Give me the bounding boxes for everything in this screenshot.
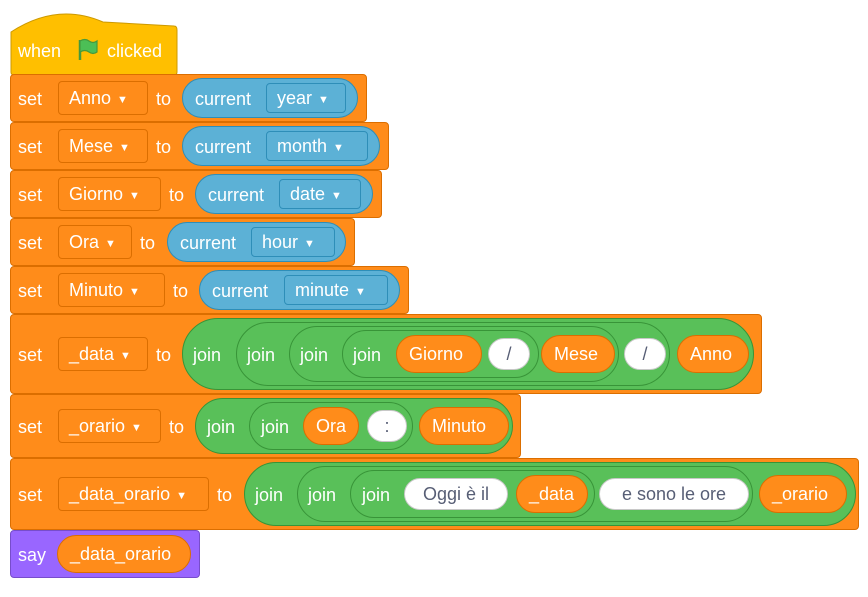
variable-dropdown-orario[interactable]: _orario▼ xyxy=(58,409,161,443)
text-input-separator[interactable]: : xyxy=(367,410,407,442)
dropdown-arrow-icon: ▼ xyxy=(129,286,140,298)
text-input-separator[interactable]: / xyxy=(624,338,666,370)
text-input-separator[interactable]: / xyxy=(488,338,530,370)
join-label: join xyxy=(308,485,337,505)
dropdown-arrow-icon: ▼ xyxy=(333,142,344,154)
green-flag-icon xyxy=(78,38,98,60)
join-label: join xyxy=(300,345,329,365)
set-label: set xyxy=(18,345,43,365)
time-unit-dropdown-minute[interactable]: minute▼ xyxy=(284,275,388,305)
variable-reporter-minuto[interactable]: Minuto xyxy=(419,407,509,445)
variable-dropdown-minuto[interactable]: Minuto▼ xyxy=(58,273,165,307)
to-label: to xyxy=(140,233,156,253)
join-label: join xyxy=(362,485,391,505)
dropdown-arrow-icon: ▼ xyxy=(131,422,142,434)
variable-reporter-data-orario[interactable]: _data_orario xyxy=(57,535,191,573)
say-label: say xyxy=(18,545,47,565)
join-label: join xyxy=(353,345,382,365)
variable-dropdown-data[interactable]: _data▼ xyxy=(58,337,148,371)
variable-reporter-ora[interactable]: Ora xyxy=(303,407,359,445)
variable-reporter-anno[interactable]: Anno xyxy=(677,335,749,373)
text-input-literal[interactable]: e sono le ore xyxy=(599,478,749,510)
time-unit-dropdown-hour[interactable]: hour▼ xyxy=(251,227,335,257)
current-label: current xyxy=(195,137,252,157)
to-label: to xyxy=(173,281,189,301)
variable-dropdown-ora[interactable]: Ora▼ xyxy=(58,225,132,259)
time-unit-dropdown-year[interactable]: year▼ xyxy=(266,83,346,113)
when-label: when xyxy=(18,41,62,61)
variable-reporter-data[interactable]: _data xyxy=(516,475,588,513)
current-label: current xyxy=(180,233,237,253)
variable-reporter-orario[interactable]: _orario xyxy=(759,475,847,513)
dropdown-arrow-icon: ▼ xyxy=(355,286,366,298)
dropdown-arrow-icon: ▼ xyxy=(129,190,140,202)
set-label: set xyxy=(18,417,43,437)
current-label: current xyxy=(208,185,265,205)
text-input-literal[interactable]: Oggi è il xyxy=(404,478,508,510)
dropdown-arrow-icon: ▼ xyxy=(176,490,187,502)
set-label: set xyxy=(18,233,43,253)
join-label: join xyxy=(247,345,276,365)
current-label: current xyxy=(195,89,252,109)
time-unit-dropdown-date[interactable]: date▼ xyxy=(279,179,361,209)
variable-reporter-mese[interactable]: Mese xyxy=(541,335,615,373)
dropdown-arrow-icon: ▼ xyxy=(105,238,116,250)
set-label: set xyxy=(18,89,43,109)
set-label: set xyxy=(18,485,43,505)
clicked-label: clicked xyxy=(107,41,163,61)
dropdown-arrow-icon: ▼ xyxy=(331,190,342,202)
join-label: join xyxy=(255,485,284,505)
dropdown-arrow-icon: ▼ xyxy=(304,238,315,250)
dropdown-arrow-icon: ▼ xyxy=(120,350,131,362)
set-label: set xyxy=(18,137,43,157)
variable-dropdown-data-orario[interactable]: _data_orario▼ xyxy=(58,477,209,511)
join-label: join xyxy=(261,417,290,437)
dropdown-arrow-icon: ▼ xyxy=(119,142,130,154)
variable-reporter-giorno[interactable]: Giorno xyxy=(396,335,482,373)
set-label: set xyxy=(18,185,43,205)
variable-dropdown-anno[interactable]: Anno▼ xyxy=(58,81,148,115)
to-label: to xyxy=(169,417,185,437)
dropdown-arrow-icon: ▼ xyxy=(318,94,329,106)
variable-dropdown-giorno[interactable]: Giorno▼ xyxy=(58,177,161,211)
current-label: current xyxy=(212,281,269,301)
to-label: to xyxy=(169,185,185,205)
to-label: to xyxy=(156,345,172,365)
join-label: join xyxy=(207,417,236,437)
set-label: set xyxy=(18,281,43,301)
variable-dropdown-mese[interactable]: Mese▼ xyxy=(58,129,148,163)
to-label: to xyxy=(217,485,233,505)
to-label: to xyxy=(156,137,172,157)
to-label: to xyxy=(156,89,172,109)
join-label: join xyxy=(193,345,222,365)
dropdown-arrow-icon: ▼ xyxy=(117,94,128,106)
time-unit-dropdown-month[interactable]: month▼ xyxy=(266,131,368,161)
